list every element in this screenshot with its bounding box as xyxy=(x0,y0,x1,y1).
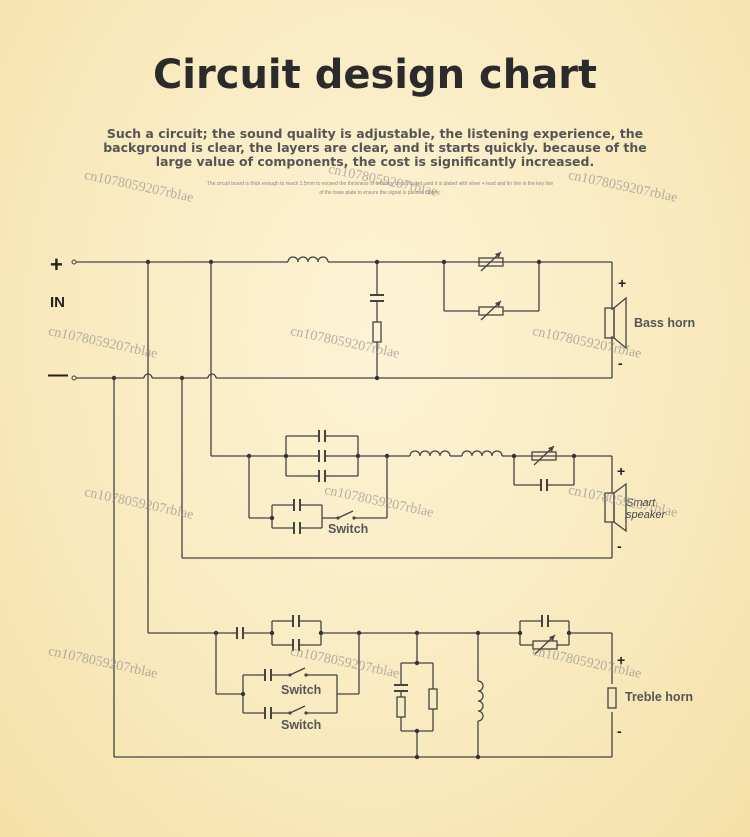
smart-minus: - xyxy=(617,538,622,554)
input-plus: + xyxy=(50,252,63,277)
bass-shunt-capacitor xyxy=(369,289,385,307)
treble-switch-1-label: Switch xyxy=(281,683,321,697)
smart-speaker-icon xyxy=(604,482,627,533)
input-minus-terminal xyxy=(71,375,77,381)
sub-note: The circuit board is thick enough to rea… xyxy=(170,180,590,198)
smart-inductor-1 xyxy=(409,450,451,457)
treble-variable-resistor xyxy=(532,634,558,655)
description-text: Such a circuit; the sound quality is adj… xyxy=(103,126,647,169)
treble-switch-2 xyxy=(287,705,309,716)
treble-shunt-inductor xyxy=(477,680,484,722)
treble-switch-1 xyxy=(287,667,309,678)
bass-shunt-resistor xyxy=(372,321,382,343)
input-terminals: + IN — xyxy=(48,252,77,386)
treble-horn-symbol xyxy=(607,687,617,709)
bass-horn-label: Bass horn xyxy=(634,316,695,330)
treble-series-capacitor xyxy=(231,626,249,640)
treble-horn-label: Treble horn xyxy=(625,690,693,704)
smart-switch-label: Switch xyxy=(328,522,368,536)
input-plus-terminal xyxy=(71,259,77,265)
input-minus: — xyxy=(48,364,68,386)
smart-switch xyxy=(335,510,357,521)
smart-plus: + xyxy=(617,463,625,479)
bass-inductor xyxy=(287,256,329,263)
treble-switch-2-label: Switch xyxy=(281,718,321,732)
smart-inductor-2 xyxy=(461,450,503,457)
input-label: IN xyxy=(50,294,65,311)
chart-title: Circuit design chart xyxy=(152,52,598,98)
bass-plus: + xyxy=(618,275,626,291)
bass-variable-resistor-2 xyxy=(478,300,504,321)
treble-plus: + xyxy=(617,652,625,668)
sub-note-line-2: of the base plate to ensure the signal i… xyxy=(319,190,441,196)
bass-minus: - xyxy=(618,355,623,371)
sub-note-line-1: The circuit board is thick enough to rea… xyxy=(206,181,554,187)
treble-section: + - Treble horn Switch Switch xyxy=(114,614,693,760)
treble-minus: - xyxy=(617,723,622,739)
bass-section: + - Bass horn xyxy=(76,251,695,379)
bass-horn-speaker xyxy=(604,296,627,350)
